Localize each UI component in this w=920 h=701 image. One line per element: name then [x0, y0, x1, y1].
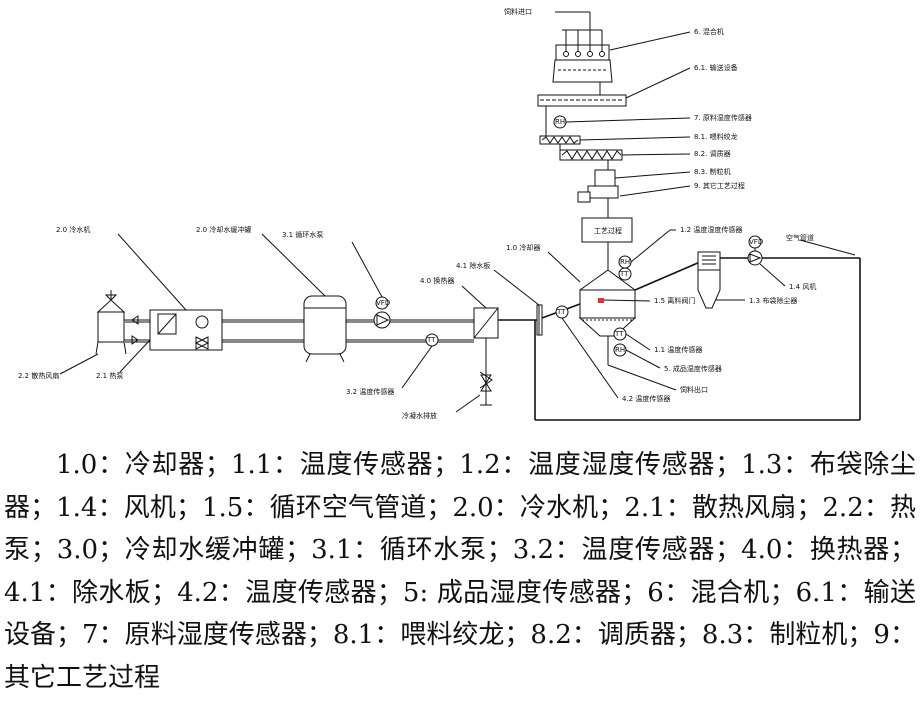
- legend-caption: 1.0：冷却器；1.1：温度传感器；1.2：温度湿度传感器；1.3：布袋除尘器；…: [4, 450, 916, 693]
- sensor-11-tag: TT: [614, 330, 624, 338]
- fan-label: 1.4 风机: [789, 282, 816, 291]
- th-sensor-tag: RH: [620, 258, 630, 266]
- feed-auger: 8.1. 喂料绞龙: [539, 132, 738, 145]
- conditioner-label: 8.2. 调质器: [694, 149, 731, 158]
- th-sensor-tag-t: TT: [619, 270, 629, 278]
- raw-sensor-tag: RH: [555, 118, 565, 126]
- heat-pump-label: 2.1 热泵: [96, 371, 123, 380]
- circulating-pump: VFD: [373, 296, 391, 329]
- process-box-label: 工艺过程: [594, 226, 622, 235]
- bag-filter: [697, 251, 721, 309]
- sensor-42-label: 4.2 温度传感器: [622, 394, 670, 403]
- feed-inlet: 饲料进口: [504, 7, 591, 30]
- fan: VFD: [747, 235, 763, 266]
- th-sensor-label: 1.2 温度湿度传感器: [680, 225, 742, 234]
- product-sensor-tag: RH: [615, 346, 625, 354]
- buffer-tank-label: 2.0 冷却水缓冲罐: [196, 225, 251, 234]
- feed-outlet-label: 饲料出口: [680, 385, 708, 394]
- feed-auger-label: 8.1. 喂料绞龙: [694, 132, 738, 141]
- chiller: [149, 309, 223, 351]
- pellet-mill: 8.3. 制粒机: [577, 160, 731, 203]
- process-diagram: 饲料进口 6. 混合机 6.1. 输送设备 RH 7. 原料湿度传感器: [18, 7, 861, 421]
- mixer-label: 6. 混合机: [694, 27, 724, 36]
- pump-label: 3.1 循环水泵: [282, 230, 323, 239]
- pump-vfd-tag: VFD: [376, 299, 390, 307]
- raw-moisture-sensor: RH 7. 原料湿度传感器: [545, 113, 752, 140]
- feed-valve-label: 1.5 离料阀门: [654, 296, 695, 305]
- bag-filter-label: 1.3 布袋除尘器: [749, 296, 797, 305]
- heat-exchanger-label: 4.0 换热器: [420, 276, 454, 285]
- mixer: [552, 29, 613, 83]
- water-plate-label: 4.1 除水板: [456, 261, 490, 270]
- buffer-tank: [303, 295, 347, 363]
- raw-sensor-label: 7. 原料湿度传感器: [694, 113, 752, 122]
- heat-exchanger: [473, 307, 499, 339]
- drain-label: 冷凝水排放: [402, 411, 437, 420]
- sensor-32-tag: TT: [426, 336, 436, 344]
- product-sensor-label: 5. 成品湿度传感器: [664, 364, 722, 373]
- process-box: 工艺过程: [581, 217, 633, 243]
- conditioner: 8.2. 调质器: [559, 144, 731, 161]
- sensor-42-tag: TT: [556, 308, 566, 316]
- radiator-fan-label: 2.2 散热风扇: [18, 371, 59, 380]
- water-plate: [536, 304, 543, 336]
- radiator-fan: [95, 290, 150, 355]
- sensor-11-label: 1.1 温度传感器: [654, 345, 702, 354]
- conveyor-label: 6.1. 输送设备: [694, 63, 738, 72]
- sensor-32-label: 3.2 温度传感器: [346, 387, 394, 396]
- other-process-label: 9. 其它工艺过程: [694, 181, 745, 190]
- chiller-label: 2.0 冷水机: [56, 225, 90, 234]
- feed-inlet-label: 饲料进口: [504, 7, 532, 16]
- pellet-mill-label: 8.3. 制粒机: [694, 167, 731, 176]
- conveyor: [537, 82, 627, 115]
- cooler-label: 1.0 冷却器: [506, 243, 540, 252]
- air-duct-label: 空气管道: [786, 233, 814, 242]
- fan-vfd-tag: VFD: [749, 238, 763, 246]
- cooler: [578, 262, 637, 337]
- temp-humidity-sensor: RH TT 1.2 温度湿度传感器: [618, 225, 742, 281]
